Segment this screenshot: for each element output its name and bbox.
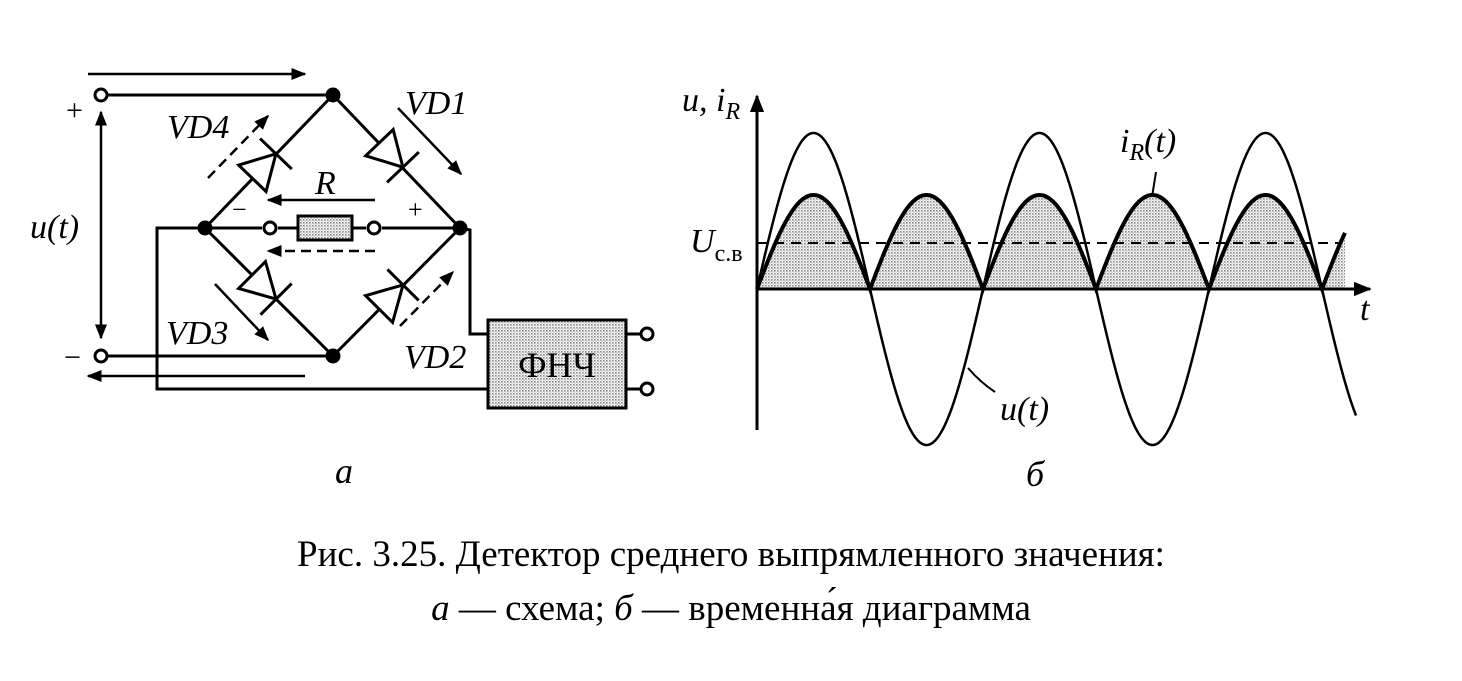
resistor-terminal-left — [262, 220, 278, 236]
y-axis-label: u, iR — [682, 82, 740, 125]
schematic-labels: + − u(t) R − + VD1 VD2 VD3 VD4 ФНЧ а — [30, 85, 596, 491]
resistor-label: R — [314, 165, 336, 202]
diode-vd4 — [235, 137, 293, 195]
node-bottom — [325, 348, 341, 364]
resistor-body — [296, 214, 354, 242]
panel-a-label: а — [335, 451, 353, 491]
input-terminal-minus — [93, 348, 109, 364]
diode-vd1-current-arrow — [397, 107, 463, 176]
figure: + − u(t) R − + VD1 VD2 VD3 VD4 ФНЧ а u, … — [30, 68, 1372, 494]
input-minus-label: − — [64, 341, 81, 374]
diode-vd1-label: VD1 — [405, 85, 467, 122]
diode-vd3-label: VD3 — [166, 315, 228, 352]
diode-vd3-current-arrow — [214, 283, 270, 342]
bridge-schematic — [86, 68, 655, 410]
panel-b-label: б — [1026, 454, 1046, 494]
ir-curve-label: iR(t) — [1120, 123, 1176, 166]
diode-vd4-label: VD4 — [167, 109, 229, 146]
filter-label: ФНЧ — [518, 345, 596, 385]
diode-vd2-current-arrow — [399, 270, 455, 327]
input-terminal-plus — [93, 87, 109, 103]
node-right — [452, 220, 468, 236]
diode-vd4-current-arrow — [207, 114, 270, 179]
average-level-label: Uс.в — [690, 223, 743, 267]
caption-b-text: — временна́я диаграмма — [632, 588, 1031, 629]
diode-vd2 — [362, 268, 420, 326]
input-plus-label: + — [66, 94, 83, 127]
resistor-terminal-right — [366, 220, 382, 236]
wire-right-to-filter — [459, 226, 488, 336]
wire-left-loop — [155, 226, 488, 391]
diode-vd2-label: VD2 — [404, 339, 466, 376]
filter-terminal-bottom — [639, 381, 655, 397]
u-curve-label: u(t) — [1000, 391, 1049, 428]
x-axis-label: t — [1360, 291, 1371, 328]
filter-block — [486, 318, 628, 410]
diode-vd1 — [362, 126, 420, 184]
u-label-leader — [967, 367, 996, 393]
figure-caption: Рис. 3.25. Детектор среднего выпрямленно… — [0, 528, 1462, 636]
rectified-current-curve — [755, 193, 1347, 295]
resistor-plus-label: + — [408, 195, 423, 224]
node-left — [197, 220, 213, 236]
diode-vd3 — [235, 258, 293, 316]
caption-a-text: — схема; — [449, 588, 615, 629]
caption-line-1: Рис. 3.25. Детектор среднего выпрямленно… — [297, 534, 1165, 575]
input-voltage-label: u(t) — [30, 209, 79, 246]
filter-terminal-top — [639, 326, 655, 342]
timing-diagram: u, iR t Uс.в iR(t) u(t) б — [682, 82, 1372, 494]
caption-a-letter: а — [431, 588, 450, 629]
caption-line-2: а — схема; б — временна́я диаграмма — [0, 582, 1462, 636]
caption-b-letter: б — [614, 588, 633, 629]
node-top — [325, 87, 341, 103]
input-voltage-curve — [755, 131, 1358, 447]
ir-label-leader — [1151, 171, 1157, 198]
resistor-minus-label: − — [232, 195, 247, 224]
